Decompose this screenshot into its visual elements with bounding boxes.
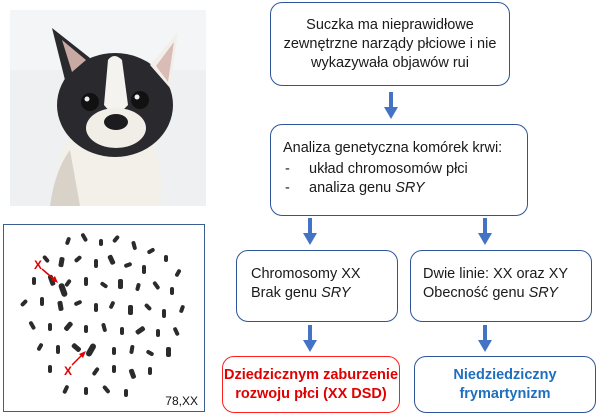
puppy-photo — [10, 10, 206, 206]
result-chimera-line-1: Dwie linie: XX oraz XY — [423, 266, 569, 282]
analysis-title: Analiza genetyczna komórek krwi: — [283, 140, 503, 156]
analysis-list: układ chromosomów płci analiza genu SRY — [283, 160, 515, 198]
karyotype-label: 78,XX — [165, 394, 198, 408]
conclusion-freemartinism-line-2: frymartynizm — [459, 385, 551, 402]
arrow-down-icon — [478, 325, 492, 353]
gene-name-sry: SRY — [321, 285, 351, 301]
conclusion-xx-dsd-box: Dziedzicznym zaburzenie rozwoju płci (XX… — [222, 356, 400, 413]
result-xx-line-1: Chromosomy XX — [251, 266, 361, 282]
analysis-item-gene-text: analiza genu — [309, 180, 396, 196]
result-xx-line-2: Brak genu SRY — [251, 284, 383, 303]
gene-name-sry: SRY — [395, 180, 425, 196]
x-marker-lower: X — [64, 364, 72, 378]
observation-line-1: Suczka ma nieprawidłowe — [306, 16, 474, 33]
conclusion-xx-dsd-line-1: Dziedzicznym zaburzenie — [223, 366, 399, 383]
arrow-down-icon — [478, 218, 492, 246]
french-bulldog-puppy-image — [10, 10, 206, 206]
result-chimera-box: Dwie linie: XX oraz XY Obecność genu SRY — [410, 250, 592, 322]
result-chimera-line-2: Obecność genu SRY — [423, 284, 579, 303]
observation-line-2: zewnętrzne narządy płciowe i nie — [283, 35, 497, 52]
arrow-down-icon — [384, 92, 398, 120]
karyotype-image: X X 78,XX — [3, 224, 205, 412]
arrow-down-icon — [303, 218, 317, 246]
x-marker-upper: X — [34, 258, 42, 272]
chromosome-spread: X X — [20, 233, 185, 397]
gene-name-sry: SRY — [528, 285, 558, 301]
conclusion-xx-dsd-line-2: rozwoju płci (XX DSD) — [235, 385, 387, 402]
result-xx-gene-text: Brak genu — [251, 285, 322, 301]
arrow-down-icon — [303, 325, 317, 353]
conclusion-freemartinism-box: Niedziedziczny frymartynizm — [414, 356, 596, 413]
observation-box: Suczka ma nieprawidłowe zewnętrzne narzą… — [270, 2, 510, 86]
analysis-box: Analiza genetyczna komórek krwi: układ c… — [270, 124, 528, 216]
conclusion-freemartinism-line-1: Niedziedziczny — [453, 366, 557, 383]
analysis-item-chromosomes: układ chromosomów płci — [283, 160, 515, 179]
result-chimera-gene-text: Obecność genu — [423, 285, 529, 301]
observation-line-3: wykazywała objawów rui — [311, 54, 469, 71]
result-xx-box: Chromosomy XX Brak genu SRY — [236, 250, 398, 322]
analysis-item-gene: analiza genu SRY — [283, 179, 515, 198]
